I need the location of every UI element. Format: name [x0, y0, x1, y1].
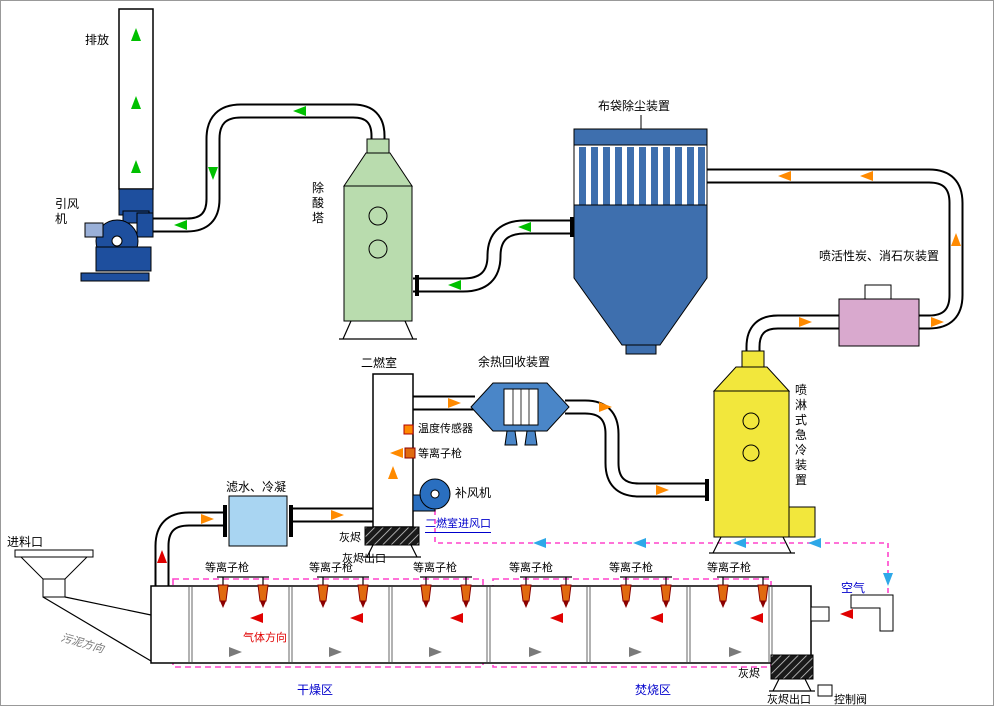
- plasma-guns: [217, 576, 769, 608]
- label-heat-recovery: 余热回收装置: [478, 355, 551, 369]
- induced-draft-fan: [80, 210, 154, 282]
- plasma-gun-icon: [520, 577, 532, 608]
- label-plasma-gun-5: 等离子枪: [609, 561, 653, 574]
- air-arrow: [533, 538, 546, 548]
- kiln-ash-outlet: [769, 654, 833, 697]
- bag-filter: [573, 115, 708, 355]
- label-gas-direction: 气体方向: [243, 631, 287, 644]
- label-ash-outlet-chamber: 灰烬出口: [342, 552, 386, 565]
- carbon-lime-injector: [838, 284, 920, 347]
- label-carbon-lime-injector: 喷活性炭、消石灰装置: [819, 249, 940, 263]
- chamber-ash-box: [364, 526, 420, 546]
- plasma-gun-icon: [660, 577, 672, 608]
- label-emission: 排放: [85, 33, 110, 47]
- label-drying-zone: 干燥区: [297, 683, 334, 697]
- label-acid-tower: 除 酸 塔: [312, 181, 325, 225]
- air-arrow: [633, 538, 646, 548]
- label-plasma-gun-2: 等离子枪: [309, 561, 353, 574]
- kiln-partitions: [188, 587, 773, 662]
- pipe-flanges: [415, 217, 709, 501]
- secondary-combustion-chamber: [363, 373, 421, 558]
- label-temp-sensor: 温度传感器: [418, 422, 473, 435]
- plasma-gun-icon: [420, 577, 432, 608]
- label-incineration-zone: 焚烧区: [635, 683, 672, 697]
- plasma-gun-icon: [460, 577, 472, 608]
- temperature-sensor-icon: [403, 424, 414, 435]
- spray-quench-tower: [709, 350, 816, 554]
- label-ash-kiln: 灰烬: [738, 667, 760, 680]
- plasma-gun-icon: [560, 577, 572, 608]
- label-plasma-gun-1: 等离子枪: [205, 561, 249, 574]
- plasma-gun-icon: [357, 577, 369, 608]
- plasma-gun-icon: [257, 577, 269, 608]
- label-secondary-air-inlet: 二燃室进风口: [425, 517, 491, 533]
- label-plasma-gun-chamber: 等离子枪: [418, 447, 462, 460]
- water-filter-condenser: [223, 495, 293, 547]
- label-secondary-chamber: 二燃室: [361, 356, 398, 370]
- plasma-gun-icon: [217, 577, 229, 608]
- label-air: 空气: [841, 581, 866, 595]
- label-plasma-gun-6: 等离子枪: [707, 561, 751, 574]
- plasma-gun-icon: [317, 577, 329, 608]
- label-plasma-gun-3: 等离子枪: [413, 561, 457, 574]
- label-induced-draft-fan: 引风 机: [55, 197, 80, 226]
- label-makeup-fan: 补风机: [455, 486, 492, 500]
- plasma-gun-icon: [757, 577, 769, 608]
- label-quench-tower: 喷 淋 式 急 冷 装 置: [795, 383, 808, 487]
- heat-recovery-unit: [470, 382, 570, 446]
- filter-bags: [579, 147, 705, 205]
- air-inlet-elbow: [850, 594, 894, 632]
- plasma-torch-icon: [404, 447, 416, 459]
- label-control-valve: 控制阀: [834, 693, 867, 706]
- air-arrow: [808, 538, 821, 548]
- makeup-air-fan: [412, 478, 451, 512]
- air-arrow: [733, 538, 746, 548]
- label-ash-outlet-kiln: 灰烬出口: [767, 693, 811, 706]
- red-left-arrow: [840, 609, 853, 619]
- acid-removal-tower: [339, 138, 417, 340]
- label-plasma-gun-4: 等离子枪: [509, 561, 553, 574]
- feed-hopper: [14, 549, 94, 598]
- label-ash-chamber: 灰烬: [339, 531, 361, 544]
- plasma-gun-icon: [620, 577, 632, 608]
- label-condenser: 滤水、冷凝: [226, 480, 287, 494]
- label-bag-filter: 布袋除尘装置: [598, 99, 671, 113]
- label-feed-inlet: 进料口: [7, 535, 44, 549]
- air-down-arrow: [883, 573, 893, 586]
- plasma-gun-icon: [717, 577, 729, 608]
- control-valve-icon: [817, 684, 833, 697]
